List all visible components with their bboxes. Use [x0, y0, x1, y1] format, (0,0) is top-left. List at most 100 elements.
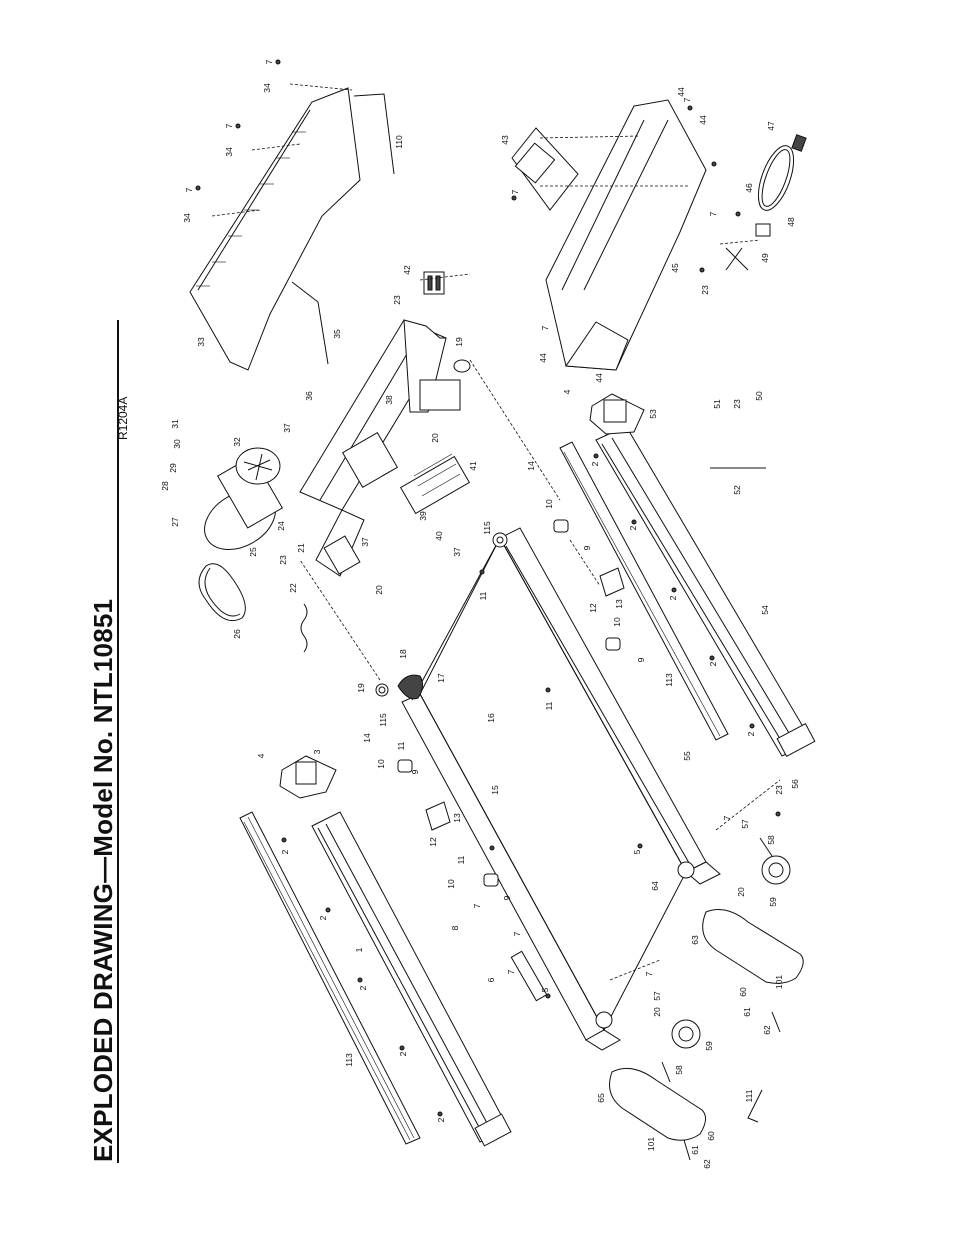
- part-label-p16: 16: [486, 713, 496, 723]
- part-label-p60a: 60: [738, 987, 748, 997]
- part-label-p44c: 44: [538, 353, 548, 363]
- part-label-p13a: 13: [452, 813, 462, 823]
- part-label-p7c: 7: [184, 187, 194, 192]
- part-label-p58b: 58: [674, 1065, 684, 1075]
- part-label-p7k: 7: [682, 97, 692, 102]
- part-label-p24: 24: [276, 521, 286, 531]
- part-label-p40: 40: [434, 531, 444, 541]
- part-label-p11b: 11: [456, 855, 466, 864]
- part-label-p28: 28: [160, 481, 170, 491]
- part-label-p9c: 9: [582, 545, 592, 550]
- leveling-brackets: [425, 567, 625, 831]
- callout-leaders: [211, 83, 781, 981]
- part-label-p50: 50: [754, 391, 764, 401]
- part-label-p29: 29: [168, 463, 178, 473]
- part-label-p26: 26: [232, 629, 242, 639]
- part-label-p7a: 7: [264, 59, 274, 64]
- rear-wheels: [671, 855, 791, 1049]
- roller-wheel: [453, 359, 471, 373]
- part-label-p23e: 23: [774, 785, 784, 795]
- part-label-p12a: 12: [428, 837, 438, 847]
- part-label-p2c: 2: [358, 985, 368, 990]
- part-label-p55: 55: [682, 751, 692, 761]
- part-label-p34b: 34: [224, 147, 234, 157]
- part-label-p115b: 115: [482, 521, 492, 535]
- part-label-p7e: 7: [512, 931, 522, 936]
- part-label-p64: 64: [650, 881, 660, 891]
- part-label-p31: 31: [170, 419, 180, 429]
- part-label-p58a: 58: [766, 835, 776, 845]
- controller-housing: [423, 271, 445, 295]
- part-label-p23b: 23: [392, 295, 402, 305]
- part-label-p111: 111: [744, 1089, 754, 1102]
- part-label-p44d: 44: [594, 373, 604, 383]
- diagram-linework: [189, 59, 816, 1161]
- part-label-p51: 51: [712, 399, 722, 409]
- allen-wrench: [747, 1089, 763, 1123]
- part-label-p34c: 34: [182, 213, 192, 223]
- motor-flywheel: [204, 447, 284, 550]
- part-label-p2i: 2: [708, 661, 718, 666]
- part-label-p7g: 7: [644, 971, 654, 976]
- part-label-p44b: 44: [698, 115, 708, 125]
- part-label-p10d: 10: [544, 499, 554, 509]
- part-label-p7h: 7: [722, 815, 732, 820]
- power-switch: [725, 223, 771, 271]
- part-label-p37a: 37: [282, 423, 292, 433]
- tension-spring: [300, 603, 308, 653]
- part-label-p61a: 61: [742, 1007, 752, 1017]
- part-label-p2a: 2: [280, 849, 290, 854]
- part-label-p59a: 59: [768, 897, 778, 907]
- part-label-p11c: 11: [544, 701, 554, 710]
- part-label-p42: 42: [402, 265, 412, 275]
- part-label-p5b: 5: [540, 987, 550, 992]
- right-side-rail: [559, 441, 729, 741]
- part-label-p113b: 113: [664, 673, 674, 687]
- part-label-p10b: 10: [446, 879, 456, 889]
- part-label-p2g: 2: [628, 525, 638, 530]
- part-label-p34a: 34: [262, 83, 272, 93]
- part-label-p37c: 37: [452, 547, 462, 557]
- part-label-p23c: 23: [700, 285, 710, 295]
- part-label-p5a: 5: [632, 849, 642, 854]
- part-label-p38: 38: [384, 395, 394, 405]
- part-label-p62a: 62: [762, 1025, 772, 1035]
- part-label-p6: 6: [486, 977, 496, 982]
- part-label-p23a: 23: [278, 555, 288, 565]
- part-label-p43: 43: [500, 135, 510, 145]
- part-label-p30: 30: [172, 439, 182, 449]
- part-label-p23d: 23: [732, 399, 742, 409]
- part-label-p113a: 113: [344, 1053, 354, 1067]
- part-label-p17: 17: [436, 673, 446, 683]
- part-label-p2j: 2: [746, 731, 756, 736]
- part-label-p33: 33: [196, 337, 206, 347]
- part-label-p20c: 20: [736, 887, 746, 897]
- part-label-p49: 49: [760, 253, 770, 263]
- part-label-p4a: 4: [256, 753, 266, 758]
- part-label-p9a: 9: [410, 769, 420, 774]
- part-label-p19b: 19: [454, 337, 464, 347]
- part-label-p47: 47: [766, 121, 776, 131]
- part-label-p7i: 7: [510, 189, 520, 194]
- rear-feet: [595, 861, 695, 1029]
- part-label-p1: 1: [354, 947, 364, 952]
- part-label-p37b: 37: [360, 537, 370, 547]
- upright-tubes: [291, 93, 395, 365]
- part-label-p7d: 7: [472, 903, 482, 908]
- part-label-p2h: 2: [668, 595, 678, 600]
- part-label-p8: 8: [450, 925, 460, 930]
- part-label-p14b: 14: [526, 461, 536, 471]
- part-label-p3: 3: [312, 749, 322, 754]
- part-label-p39: 39: [418, 511, 428, 521]
- motor-frame: [299, 319, 461, 577]
- part-label-p20d: 20: [652, 1007, 662, 1017]
- right-rail-extrusion: [595, 425, 816, 758]
- part-label-p110: 110: [394, 135, 404, 149]
- part-label-p2d: 2: [398, 1051, 408, 1056]
- rear-roller: [492, 532, 508, 548]
- drive-motor: [399, 453, 471, 515]
- warning-decal: [510, 950, 548, 1002]
